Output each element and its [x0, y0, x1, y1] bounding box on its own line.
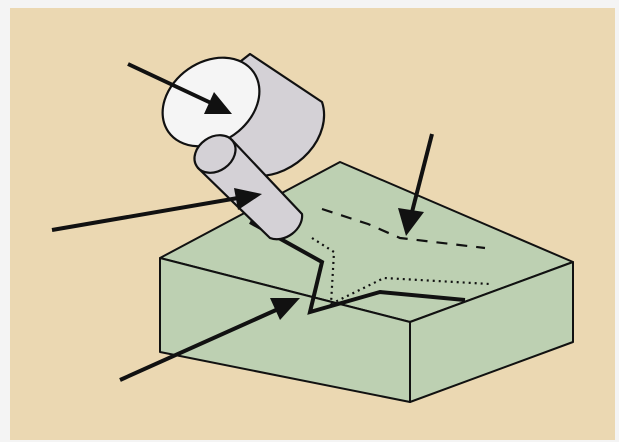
machining-diagram: [0, 0, 619, 442]
diagram-canvas: [0, 0, 619, 442]
